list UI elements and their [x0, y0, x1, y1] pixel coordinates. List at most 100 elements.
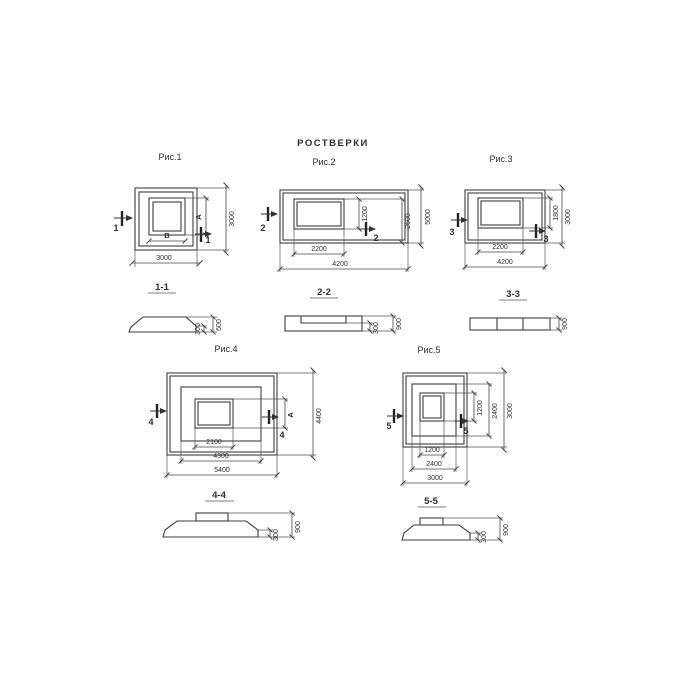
fig5-plan-opening-inner-line — [422, 395, 442, 419]
fig3-dimension-lines — [465, 187, 562, 330]
fig3-plan-opening-inner-line — [480, 200, 521, 226]
fig3-dim-outer-height: 3000 — [565, 209, 572, 225]
fig1-section-dim-step: 300 — [195, 323, 202, 335]
fig2-dimension-lines — [280, 187, 421, 331]
fig4-section-top-block — [195, 512, 229, 522]
fig5-dim-mid-width: 2400 — [426, 461, 442, 468]
fig1-dim-inner-height: А — [194, 214, 203, 220]
fig1-cut-line — [120, 211, 203, 242]
fig5-plan-opening-rect — [419, 392, 445, 422]
fig2-plan-opening-rect — [293, 198, 345, 230]
fig4-cut-arrow-shaft — [150, 410, 275, 418]
fig1-dim-outer-height: 3000 — [229, 211, 236, 227]
fig1-dim-inner-width: В — [164, 231, 170, 240]
fig1-section-dim-total: 600 — [216, 319, 223, 331]
fig1-dim-outer-width: 3000 — [156, 255, 172, 262]
fig3-dim-inner-height: 1800 — [553, 205, 560, 221]
figure-4: Рис.4 4 4 А 4400 2100 4300 5400 4-4 900 — [148, 344, 323, 541]
fig1-section-outline — [128, 316, 197, 333]
fig3-cut-marks: 3 3 — [449, 213, 549, 244]
fig5-cut-marks: 5 5 — [386, 409, 469, 436]
fig1-plan-opening-inner-line — [152, 201, 182, 232]
fig2-dim-outer-width: 4200 — [332, 261, 348, 268]
fig2-section-dim-total: 900 — [396, 318, 403, 330]
fig5-section-outline — [401, 524, 471, 541]
fig3-section-dim-total: 900 — [562, 318, 569, 330]
fig3-section-label: 3-3 — [506, 289, 520, 300]
fig2-dim-inner-height: 1200 — [362, 206, 369, 222]
fig5-dimension-lines — [403, 370, 504, 540]
fig4-section: 4-4 900 300 — [162, 490, 302, 541]
figure-1: Рис.1 1 1 А 3000 В 3000 1-1 300 600 — [113, 152, 236, 335]
fig5-plan-outer-inner-line — [405, 375, 465, 445]
fig4-cut-label-right: 4 — [279, 430, 284, 440]
fig5-dim-outer-height: 3000 — [507, 403, 514, 419]
fig2-section-dim-step: 300 — [373, 322, 380, 334]
fig4-dim-inner-height: А — [286, 412, 295, 418]
fig3-plan-opening-rect — [477, 197, 524, 229]
fig2-section-outline — [284, 315, 363, 332]
fig1-dimension-lines — [132, 185, 226, 332]
fig2-section-recess — [300, 316, 347, 324]
fig2-cut-arrow-shaft — [261, 213, 372, 230]
fig5-section-dim-total: 900 — [503, 524, 510, 536]
fig2-dim-mid-height: 2600 — [405, 213, 412, 229]
fig3-section: 3-3 900 — [469, 289, 569, 331]
fig3-cut-label-left: 3 — [449, 227, 454, 237]
fig3-section-dividers — [496, 318, 524, 330]
fig5-section: 5-5 900 300 — [401, 496, 510, 543]
figure-1-label: Рис.1 — [158, 152, 181, 162]
fig2-cut-label-left: 2 — [260, 223, 265, 233]
fig4-section-dim-step: 300 — [273, 529, 280, 541]
fig1-section: 1-1 300 600 — [128, 282, 223, 335]
fig3-section-outline — [469, 317, 551, 331]
fig2-section-label: 2-2 — [317, 287, 331, 298]
fig4-cut-line — [155, 404, 271, 424]
fig5-cut-label-right: 5 — [463, 426, 468, 436]
fig4-plan-opening-inner-line — [197, 401, 231, 426]
fig4-dimension-lines — [167, 370, 313, 537]
fig5-section-label: 5-5 — [424, 496, 438, 507]
fig4-section-dim-total: 900 — [295, 521, 302, 533]
fig5-dim-mid-height: 2400 — [492, 403, 499, 419]
fig3-dim-inner-width: 2200 — [492, 244, 508, 251]
fig5-dim-outer-width: 3000 — [427, 475, 443, 482]
fig4-cut-marks: 4 4 — [148, 404, 285, 440]
fig5-dim-inner-width: 1200 — [424, 447, 440, 454]
fig3-dim-outer-width: 4200 — [497, 259, 513, 266]
fig2-dim-outer-height: 5000 — [425, 209, 432, 225]
fig4-dim-mid-width: 4300 — [213, 453, 229, 460]
figure-2-label: Рис.2 — [312, 157, 335, 167]
fig4-plan-mid-rect — [180, 386, 262, 442]
fig5-section-top-block — [419, 517, 444, 526]
fig5-extension-lines — [402, 372, 507, 541]
fig2-cut-label-right: 2 — [373, 233, 378, 243]
fig2-section: 2-2 900 300 — [284, 287, 403, 334]
fig4-section-outline — [162, 520, 259, 538]
fig4-dim-inner-width: 2100 — [206, 439, 222, 446]
fig4-section-label: 4-4 — [212, 490, 226, 501]
figure-4-label: Рис.4 — [214, 344, 237, 354]
sheet-title: РОСТВЕРКИ — [297, 138, 369, 149]
fig1-cut-label-right: 1 — [205, 235, 210, 245]
fig2-cut-marks: 2 2 — [260, 207, 379, 243]
fig4-dim-outer-height: 4400 — [316, 408, 323, 424]
fig2-dim-inner-width: 2200 — [311, 246, 327, 253]
fig5-cut-label-left: 5 — [386, 421, 391, 431]
fig1-plan-opening-rect — [148, 197, 186, 236]
figure-5: Рис.5 5 5 1200 2400 3000 1200 2400 3000 … — [386, 345, 514, 543]
fig5-dim-inner-height: 1200 — [477, 400, 484, 416]
fig3-plan-outer-inner-line — [467, 192, 543, 241]
fig5-section-dim-step: 300 — [481, 531, 488, 543]
fig5-plan-mid-rect — [411, 383, 457, 437]
fig3-cut-label-right: 3 — [543, 234, 548, 244]
figure-3: Рис.3 3 3 1800 3000 2200 4200 3-3 900 — [449, 154, 572, 330]
fig1-section-label: 1-1 — [155, 282, 169, 293]
fig1-cut-marks: 1 1 — [113, 211, 212, 245]
fig4-plan — [166, 372, 278, 456]
fig4-plan-opening-rect — [194, 398, 234, 429]
figure-3-label: Рис.3 — [489, 154, 512, 164]
fig4-dim-outer-width: 5400 — [214, 467, 230, 474]
